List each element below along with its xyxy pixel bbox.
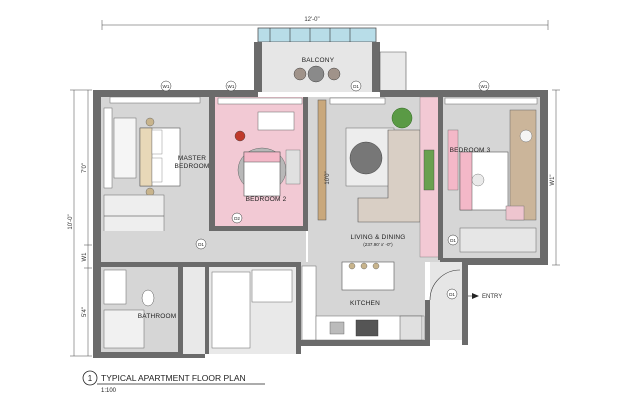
- pillow: [151, 157, 163, 183]
- left-total-dimension: 10'-0": [68, 214, 74, 229]
- door-tag-d1: D1: [353, 84, 359, 89]
- hallway: D1: [101, 231, 306, 267]
- window: [444, 97, 538, 105]
- nightstand: [145, 117, 155, 127]
- window: [329, 97, 386, 105]
- wardrobe: [103, 107, 113, 189]
- balcony: BALCONY: [254, 27, 407, 93]
- door-tag-d1: D1: [450, 238, 456, 243]
- window-tag-w1: W1: [163, 84, 170, 89]
- door-tag-icon: [447, 234, 459, 246]
- window-tag-w1: W1: [228, 84, 235, 89]
- title-block: 1 TYPICAL APARTMENT FLOOR PLAN 1:100: [82, 370, 265, 394]
- bathroom-1: BATHROOM 1: [101, 267, 183, 357]
- pillow: [243, 151, 281, 163]
- left-mid-dimension: W1: [82, 252, 88, 262]
- desk: [257, 111, 295, 131]
- living-inner-dimension: 10'0": [325, 171, 331, 184]
- kitchen: KITCHEN: [301, 261, 425, 341]
- closet-shelving: [251, 269, 293, 303]
- room-label-balcony: BALCONY: [302, 57, 335, 64]
- bar-stool: [372, 262, 380, 270]
- room-label-kitchen: KITCHEN: [350, 300, 380, 307]
- figure-number-badge: [82, 370, 98, 386]
- shower: [103, 309, 145, 349]
- bar-stool: [360, 262, 368, 270]
- fridge: [399, 315, 423, 341]
- door-tag-icon: [350, 80, 362, 92]
- vanity: [103, 269, 127, 305]
- door-tag-icon: [446, 288, 458, 300]
- top-width-dimension: 12'-0": [304, 17, 319, 23]
- shelf: [285, 149, 301, 185]
- closets: [183, 267, 301, 354]
- coffee-table: [349, 141, 383, 175]
- living-dining: LIVING & DINING (237.90' x' -0") 10'0" D…: [308, 80, 441, 262]
- bed-headboard: [139, 127, 153, 187]
- side-chair: [519, 129, 533, 143]
- chair: [234, 130, 246, 142]
- entry-label: ENTRY: [482, 294, 502, 300]
- bedroom-2: BEDROOM 2 W1 D2: [215, 80, 305, 229]
- window-tag-icon: [225, 80, 237, 92]
- kitchen-counter: [301, 265, 317, 341]
- sink: [329, 321, 345, 335]
- entry: D1 ENTRY: [429, 262, 502, 340]
- door-tag-icon: [231, 212, 243, 224]
- room-label-bedroom-3: BEDROOM 3: [450, 147, 491, 154]
- bedroom-3-wardrobe: [509, 109, 537, 221]
- door-tag-icon: [195, 238, 207, 250]
- artwork-panel: [113, 117, 137, 179]
- right-height-dimension: W1": [550, 174, 556, 185]
- window: [109, 96, 201, 104]
- room-label-living-dining: LIVING & DINING: [350, 234, 405, 241]
- room-label-bedroom-2: BEDROOM 2: [246, 196, 287, 203]
- pillow: [471, 173, 485, 187]
- tv-console: [317, 99, 327, 221]
- room-label-bathroom-1: BATHROOM 1: [138, 313, 183, 320]
- exterior-walls: [93, 90, 548, 358]
- left-dimensions: 10'-0" 7'0" W1 5'4": [68, 89, 92, 357]
- bedroom-3-closet: [459, 227, 537, 253]
- plant: [391, 107, 413, 129]
- closet-shelving: [211, 271, 251, 349]
- entry-floor: [430, 262, 462, 340]
- plan-title: TYPICAL APARTMENT FLOOR PLAN: [101, 373, 246, 383]
- window-tag-w1: W1: [481, 84, 488, 89]
- window: [217, 97, 303, 105]
- living-dining-size: (237.90' x' -0"): [363, 242, 393, 247]
- balcony-railing: [257, 27, 377, 43]
- left-upper-dimension: 7'0": [82, 163, 88, 173]
- left-lower-dimension: 5'4": [82, 307, 88, 317]
- door-tag-d2: D2: [234, 216, 240, 221]
- right-dimension: W1": [550, 89, 560, 266]
- bed-headboard: [459, 151, 473, 211]
- balcony-table: [307, 65, 325, 83]
- cooktop: [355, 319, 379, 337]
- window-tag-icon: [478, 80, 490, 92]
- door-tag-d1: D1: [198, 242, 204, 247]
- bar-stool: [348, 262, 356, 270]
- bedroom-3: BEDROOM 3 W1 D1: [443, 80, 540, 258]
- door-tag-d1: D1: [449, 292, 455, 297]
- balcony-chair: [293, 67, 307, 81]
- window-tag-icon: [160, 80, 172, 92]
- pillow: [151, 129, 163, 155]
- pouf: [505, 205, 525, 221]
- figure-number: 1: [88, 374, 93, 383]
- toilet: [141, 289, 155, 307]
- balcony-chair: [327, 67, 341, 81]
- wall-art: [423, 149, 435, 191]
- accent-wall: [447, 129, 459, 191]
- entry-arrow-icon: [472, 293, 479, 299]
- plan-scale: 1:100: [101, 388, 117, 394]
